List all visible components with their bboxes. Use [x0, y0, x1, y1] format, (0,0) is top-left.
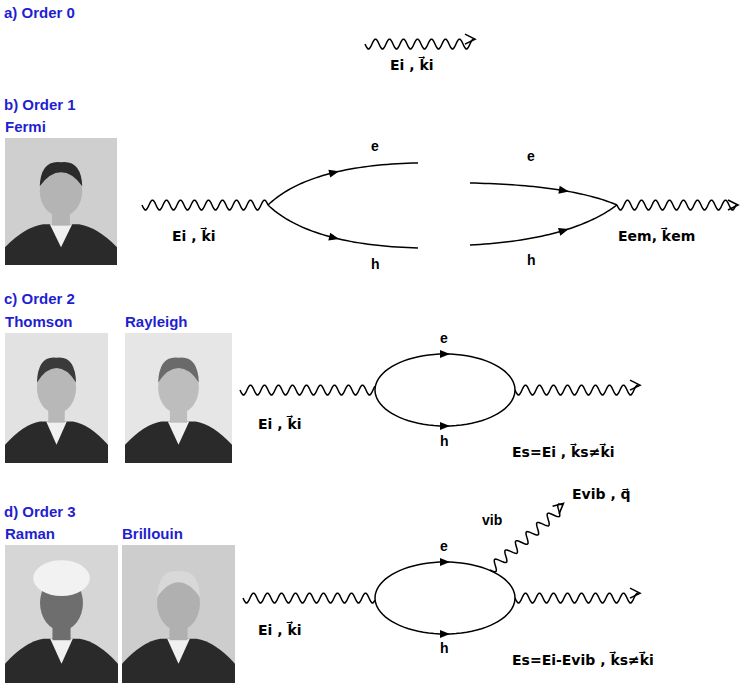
energy-momentum-label: Evib , q⃗: [572, 486, 631, 503]
scientist-name: Rayleigh: [125, 313, 232, 331]
electron-hole-loop: [375, 562, 515, 634]
arrowhead: [440, 558, 450, 566]
portrait-frame: Brillouin: [122, 525, 235, 683]
hair: [37, 357, 76, 382]
hair: [40, 162, 83, 186]
fermion-line: [470, 205, 617, 245]
hair: [157, 571, 200, 597]
portrait-photo: [125, 333, 232, 463]
shirt-collar: [46, 421, 67, 444]
shirt-collar: [168, 421, 189, 444]
energy-momentum-label: Eem, k⃗em: [618, 228, 695, 245]
arrowhead: [465, 34, 475, 44]
shirt-collar: [50, 639, 73, 664]
arrowhead: [553, 504, 564, 514]
arrowhead: [558, 228, 569, 236]
particle-label: e: [371, 138, 379, 155]
hair: [158, 357, 199, 382]
photon-wave: [515, 385, 638, 395]
section-heading: b) Order 1: [4, 96, 76, 113]
section-heading: a) Order 0: [4, 4, 75, 21]
photon-wave: [142, 200, 268, 210]
shirt-collar: [50, 224, 72, 247]
fermion-line: [268, 163, 418, 205]
particle-label: e: [440, 330, 448, 347]
energy-momentum-label: Ei , k⃗i: [172, 228, 216, 245]
portrait-photo: [122, 545, 235, 683]
arrowhead: [328, 233, 339, 241]
photon-wave: [243, 593, 375, 603]
particle-label: h: [527, 252, 536, 269]
suit: [5, 224, 117, 265]
shirt-collar: [167, 639, 190, 664]
photo-background: [122, 545, 235, 683]
fermion-line: [470, 183, 617, 205]
particle-label: h: [440, 640, 449, 657]
portrait-photo: [5, 333, 108, 463]
energy-momentum-label: Ei , k⃗i: [258, 622, 302, 639]
electron-hole-loop: [375, 354, 515, 426]
energy-momentum-label: Ei , k⃗i: [390, 57, 434, 74]
turban: [33, 560, 90, 596]
photon-wave: [240, 385, 375, 395]
portrait-frame: Raman: [5, 525, 118, 683]
suit: [122, 639, 235, 683]
portrait-photo: [5, 138, 117, 265]
portrait-photo: [5, 545, 118, 683]
section-heading: c) Order 2: [4, 290, 75, 307]
energy-momentum-label: Es=Ei , k⃗s≠k⃗i: [512, 444, 615, 461]
portrait-frame: Thomson: [5, 313, 108, 463]
scientist-name: Raman: [5, 525, 118, 543]
particle-label: h: [371, 256, 380, 273]
energy-momentum-label: Ei , k⃗i: [258, 416, 302, 433]
energy-momentum-label: Es=Ei-Evib , k⃗s≠k⃗i: [512, 652, 654, 669]
suit: [125, 421, 232, 463]
portrait-frame: Rayleigh: [125, 313, 232, 463]
scientist-name: Fermi: [5, 118, 117, 136]
photo-background: [5, 545, 118, 683]
fermion-line: [268, 205, 418, 248]
photon-wave: [617, 200, 736, 210]
arrowhead: [328, 170, 339, 178]
scientist-name: Brillouin: [122, 525, 235, 543]
photon-wave: [515, 593, 638, 603]
photon-wave: [365, 39, 473, 49]
suit: [5, 639, 118, 683]
arrowhead: [440, 350, 450, 358]
particle-label: vib: [482, 512, 502, 529]
section-heading: d) Order 3: [4, 503, 76, 520]
photo-background: [125, 333, 232, 463]
portrait-frame: Fermi: [5, 118, 117, 265]
photo-background: [5, 138, 117, 265]
arrowhead: [728, 200, 738, 210]
photo-background: [5, 333, 108, 463]
particle-label: e: [527, 148, 535, 165]
arrowhead: [630, 588, 640, 598]
particle-label: e: [440, 538, 448, 555]
arrowhead: [440, 630, 450, 638]
arrowhead: [440, 422, 450, 430]
scientist-name: Thomson: [5, 313, 108, 331]
arrowhead: [558, 186, 569, 194]
arrowhead: [630, 380, 640, 390]
suit: [5, 421, 108, 463]
particle-label: h: [440, 433, 449, 450]
